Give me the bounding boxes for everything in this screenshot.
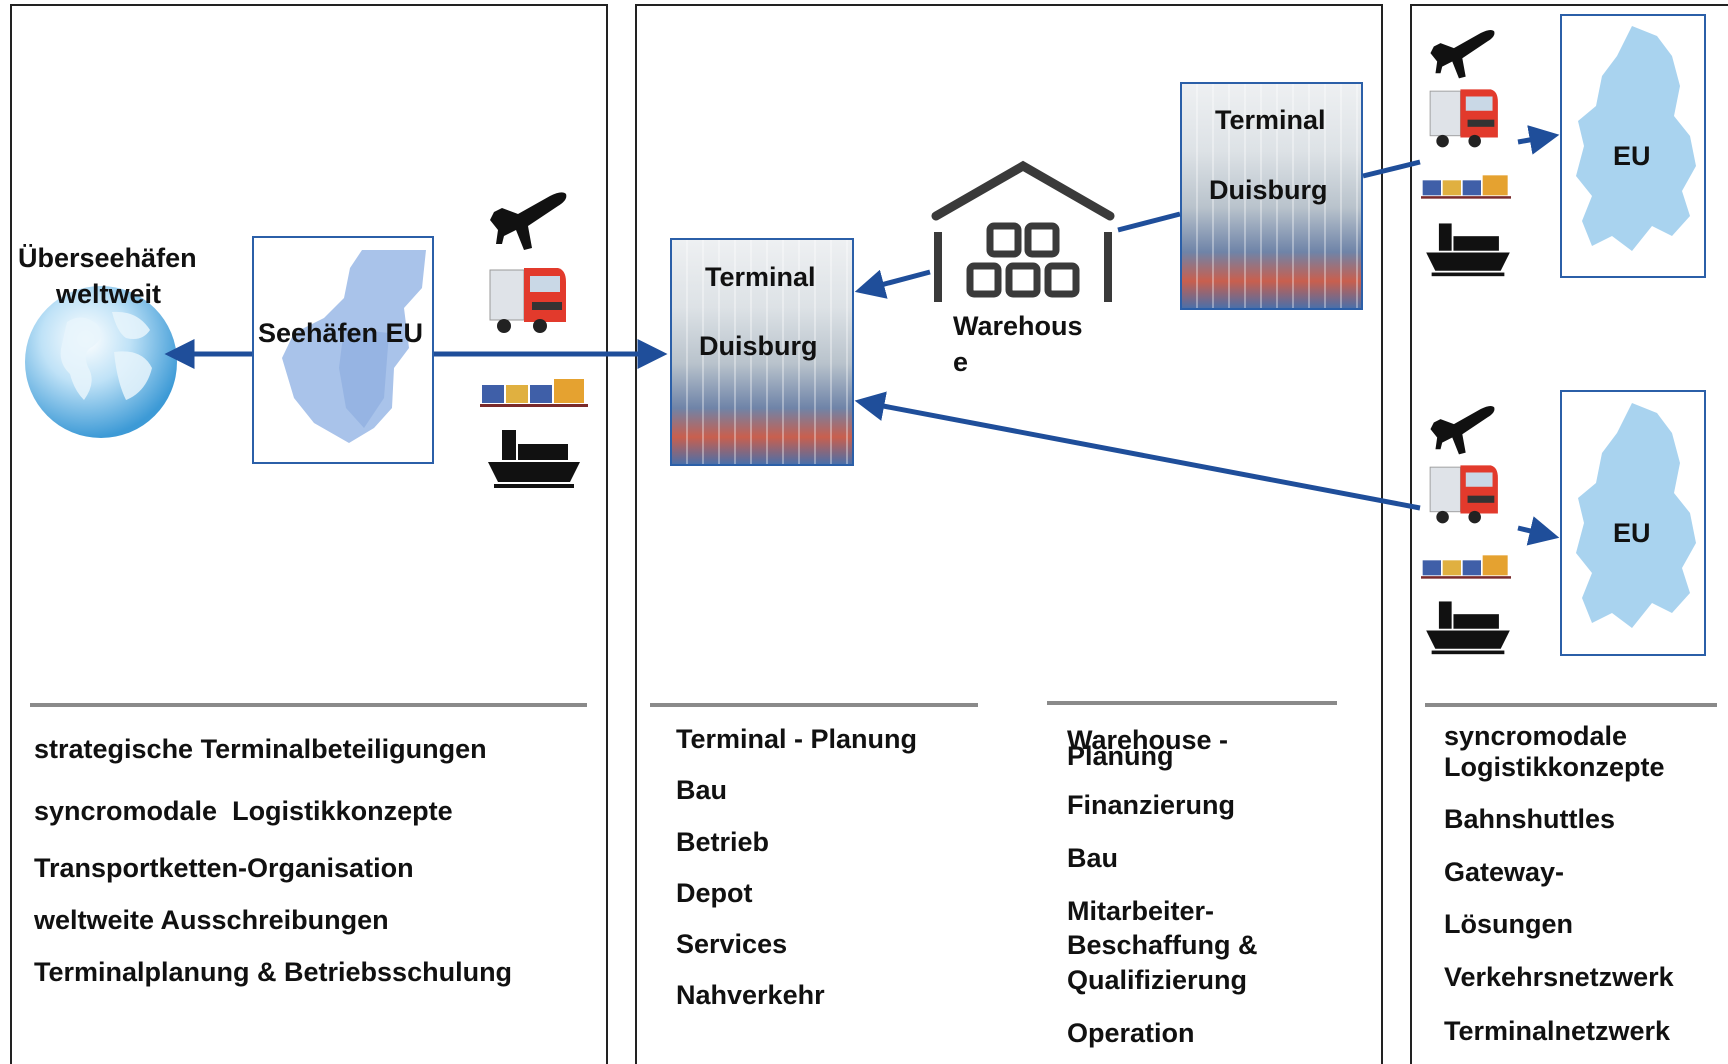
panel-left bbox=[10, 4, 608, 1064]
terminal-center-line2: Duisburg bbox=[699, 331, 818, 361]
left-item: Transportketten-Organisation bbox=[34, 853, 414, 883]
right-item: Verkehrsnetzwerk bbox=[1444, 962, 1674, 992]
truck-icon bbox=[1429, 465, 1498, 524]
right-item: Gateway- bbox=[1444, 857, 1565, 887]
right-item: Terminalnetzwerk bbox=[1444, 1016, 1671, 1046]
separator-middle-a bbox=[650, 703, 978, 707]
seaport-eu-box bbox=[252, 236, 434, 464]
terminal-duisburg-top bbox=[1180, 82, 1363, 310]
warehouse-item-overlap-b: Planung bbox=[1067, 741, 1174, 771]
eu-map-box-top bbox=[1560, 14, 1706, 278]
ship-icon bbox=[488, 430, 580, 488]
terminal-item: Bau bbox=[676, 775, 728, 805]
airplane-icon bbox=[1430, 30, 1495, 79]
warehouse-item: Operation bbox=[1067, 1018, 1195, 1048]
warehouse-item: Mitarbeiter- bbox=[1067, 896, 1215, 926]
seaport-label: Seehäfen EU bbox=[258, 318, 424, 348]
train-icon bbox=[1421, 175, 1511, 199]
eu-label-top: EU bbox=[1613, 141, 1651, 171]
terminal-item: Betrieb bbox=[676, 827, 770, 857]
seaport-map-icon bbox=[282, 250, 426, 443]
globe-label-line2: weltweit bbox=[56, 279, 162, 309]
left-item: Terminalplanung & Betriebsschulung bbox=[34, 957, 513, 987]
separator-left bbox=[30, 703, 587, 707]
terminal-top-line1: Terminal bbox=[1215, 105, 1326, 135]
truck-icon bbox=[1429, 89, 1498, 148]
separator-right bbox=[1425, 703, 1717, 707]
separator-middle-b bbox=[1047, 701, 1337, 705]
right-item: syncromodale bbox=[1444, 721, 1628, 751]
left-item: weltweite Ausschreibungen bbox=[34, 905, 389, 935]
terminal-item: Depot bbox=[676, 878, 753, 908]
warehouse-item-overlap-a: Warehouse - bbox=[1067, 725, 1229, 755]
globe-label-line1: Überseehäfen bbox=[18, 243, 197, 273]
left-item: strategische Terminalbeteiligungen bbox=[34, 734, 487, 764]
line-warehouse-to-terminal-top bbox=[1117, 211, 1181, 233]
airplane-icon bbox=[1430, 406, 1495, 455]
airplane-icon bbox=[490, 192, 567, 250]
train-icon bbox=[1421, 555, 1511, 579]
right-item: Bahnshuttles bbox=[1444, 804, 1616, 834]
left-item: syncromodale Logistikkonzepte bbox=[34, 796, 453, 826]
panel-right bbox=[1410, 4, 1728, 1064]
globe-icon bbox=[25, 286, 177, 438]
terminal-item: Services bbox=[676, 929, 788, 959]
warehouse-item: Finanzierung bbox=[1067, 790, 1235, 820]
eu-map-icon bbox=[1576, 403, 1696, 628]
panel-middle bbox=[635, 4, 1383, 1064]
terminal-item: Nahverkehr bbox=[676, 980, 825, 1010]
terminal-center-line1: Terminal bbox=[705, 262, 816, 292]
eu-label-bottom: EU bbox=[1613, 518, 1651, 548]
line-terminal-top-to-right bbox=[1362, 159, 1421, 179]
arrow-warehouse-to-terminal bbox=[854, 269, 931, 299]
ship-icon bbox=[1426, 601, 1510, 655]
eu-map-icon bbox=[1576, 26, 1696, 251]
arrow-to-eu-top bbox=[1517, 125, 1560, 155]
right-item: Logistikkonzepte bbox=[1444, 752, 1665, 782]
terminal-top-line2: Duisburg bbox=[1209, 175, 1328, 205]
warehouse-item: Bau bbox=[1067, 843, 1119, 873]
eu-map-box-bottom bbox=[1560, 390, 1706, 656]
warehouse-label-line2: e bbox=[953, 347, 969, 377]
arrow-to-eu-bottom bbox=[1517, 516, 1560, 546]
warehouse-item: Qualifizierung bbox=[1067, 965, 1248, 995]
ship-icon bbox=[1426, 223, 1510, 277]
warehouse-item: Beschaffung & bbox=[1067, 930, 1258, 960]
truck-icon bbox=[489, 268, 566, 333]
warehouse-icon bbox=[931, 160, 1115, 302]
warehouse-label-line1: Warehous bbox=[953, 311, 1083, 341]
terminal-duisburg-center bbox=[670, 238, 854, 466]
right-item: Lösungen bbox=[1444, 909, 1573, 939]
train-icon bbox=[480, 379, 588, 407]
terminal-item: Terminal - Planung bbox=[676, 724, 918, 754]
arrow-right-to-terminal-center bbox=[854, 391, 1421, 511]
